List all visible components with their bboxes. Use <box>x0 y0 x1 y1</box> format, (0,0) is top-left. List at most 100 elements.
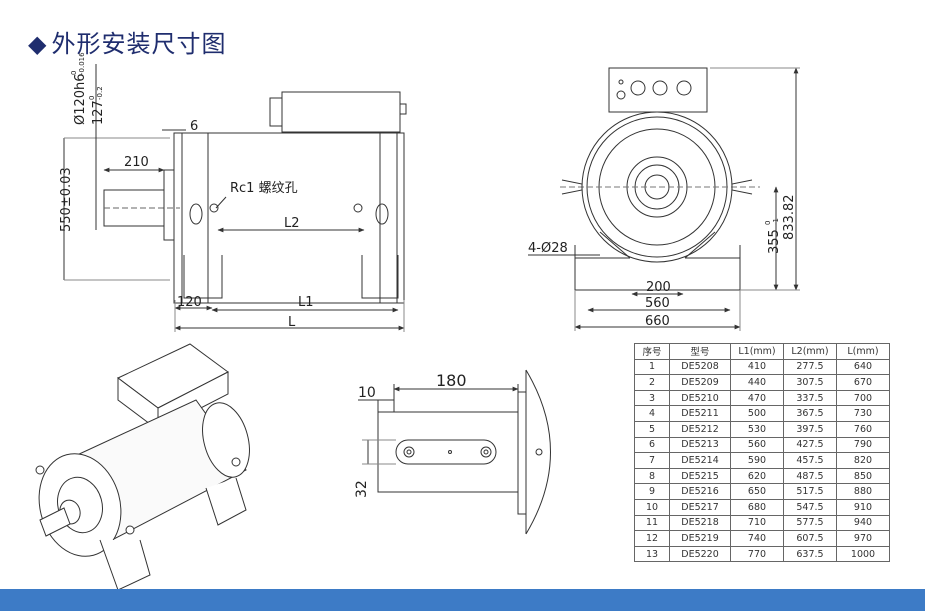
dim-shaft-tol-upper: 0 <box>70 71 78 75</box>
cell-l: 880 <box>836 483 890 500</box>
cell-l2: 337.5 <box>783 389 837 407</box>
cell-l1: 650 <box>730 483 784 500</box>
cell-model: DE5215 <box>669 467 731 485</box>
dim-127-tol-upper: 0 <box>88 96 96 100</box>
side-end-plate <box>173 132 183 304</box>
cell-l: 970 <box>836 530 890 547</box>
cell-index: 12 <box>634 530 670 547</box>
cell-index: 5 <box>634 420 670 438</box>
cell-l: 1000 <box>836 545 890 563</box>
cell-index: 13 <box>634 545 670 563</box>
thread-label: Rc1 螺纹孔 <box>230 181 298 196</box>
cell-model: DE5211 <box>669 405 731 422</box>
cell-l2: 577.5 <box>783 514 837 532</box>
col-header-l1: L1(mm) <box>730 343 784 360</box>
cell-model: DE5219 <box>669 530 731 547</box>
dim-200: 200 <box>646 280 671 295</box>
shaft-flange-arc <box>525 369 551 535</box>
side-foot-right <box>361 255 399 299</box>
bottom-bar <box>0 589 925 611</box>
cell-l: 790 <box>836 436 890 454</box>
title-marker: ◆ <box>28 30 48 58</box>
cell-l2: 637.5 <box>783 545 837 563</box>
cell-l1: 710 <box>730 514 784 532</box>
dim-shaft-tol-lower: -0.016 <box>78 52 86 75</box>
cell-l2: 307.5 <box>783 374 837 391</box>
cell-l: 940 <box>836 514 890 532</box>
cell-index: 6 <box>634 436 670 454</box>
cell-l: 910 <box>836 498 890 516</box>
iso-foot-right <box>205 477 247 526</box>
side-body <box>181 132 405 304</box>
dim-l1: L1 <box>298 295 314 310</box>
cell-l: 850 <box>836 467 890 485</box>
cell-l1: 560 <box>730 436 784 454</box>
dim-l2: L2 <box>284 216 300 231</box>
dim-355-tol-upper: 0 <box>764 221 772 225</box>
cell-index: 1 <box>634 358 670 376</box>
cell-model: DE5210 <box>669 389 731 407</box>
cell-l: 760 <box>836 420 890 438</box>
cell-model: DE5216 <box>669 483 731 500</box>
dim-10: 10 <box>358 385 376 401</box>
dim-120: 120 <box>177 295 202 310</box>
cell-l1: 440 <box>730 374 784 391</box>
cell-index: 7 <box>634 452 670 469</box>
dim-355-tol-lower: -1 <box>772 218 780 225</box>
cell-l1: 590 <box>730 452 784 469</box>
col-header-l2: L2(mm) <box>783 343 837 360</box>
cell-model: DE5220 <box>669 545 731 563</box>
cell-l1: 680 <box>730 498 784 516</box>
cell-model: DE5218 <box>669 514 731 532</box>
iso-shaft <box>39 507 71 537</box>
cell-l2: 547.5 <box>783 498 837 516</box>
cell-l2: 367.5 <box>783 405 837 422</box>
col-header-index: 序号 <box>634 343 670 360</box>
dim-660: 660 <box>645 314 670 329</box>
cell-l1: 770 <box>730 545 784 563</box>
cell-l: 700 <box>836 389 890 407</box>
cell-l2: 427.5 <box>783 436 837 454</box>
front-shaft <box>644 174 670 200</box>
dim-833: 833.82 <box>782 195 797 241</box>
col-header-l: L(mm) <box>836 343 890 360</box>
dim-127-tol-lower: -0.2 <box>96 86 104 100</box>
table-header-row: 序号 型号 L1(mm) L2(mm) L(mm) <box>634 343 890 360</box>
front-view <box>528 67 800 331</box>
cell-l: 640 <box>836 358 890 376</box>
isometric-view <box>35 343 250 591</box>
title-text: 外形安装尺寸图 <box>51 30 227 58</box>
cell-l1: 530 <box>730 420 784 438</box>
front-lifting-eye-left <box>561 179 583 195</box>
col-header-model: 型号 <box>669 343 731 360</box>
cell-index: 4 <box>634 405 670 422</box>
cell-model: DE5209 <box>669 374 731 391</box>
iso-foot-left <box>99 539 151 591</box>
cell-l2: 487.5 <box>783 467 837 485</box>
dim-32: 32 <box>354 480 370 498</box>
dim-550: 550±0.03 <box>59 167 74 232</box>
side-junction-box <box>281 91 401 133</box>
cell-index: 10 <box>634 498 670 516</box>
dim-shaft-dia: Ø120h6 <box>73 73 88 125</box>
dim-l: L <box>288 315 296 330</box>
cell-l2: 607.5 <box>783 530 837 547</box>
front-junction-box <box>608 67 708 113</box>
page-title: ◆外形安装尺寸图 <box>28 24 226 59</box>
dim-560: 560 <box>645 296 670 311</box>
cell-l1: 500 <box>730 405 784 422</box>
front-lifting-eye-right <box>731 179 753 195</box>
cell-model: DE5217 <box>669 498 731 516</box>
cell-l2: 517.5 <box>783 483 837 500</box>
